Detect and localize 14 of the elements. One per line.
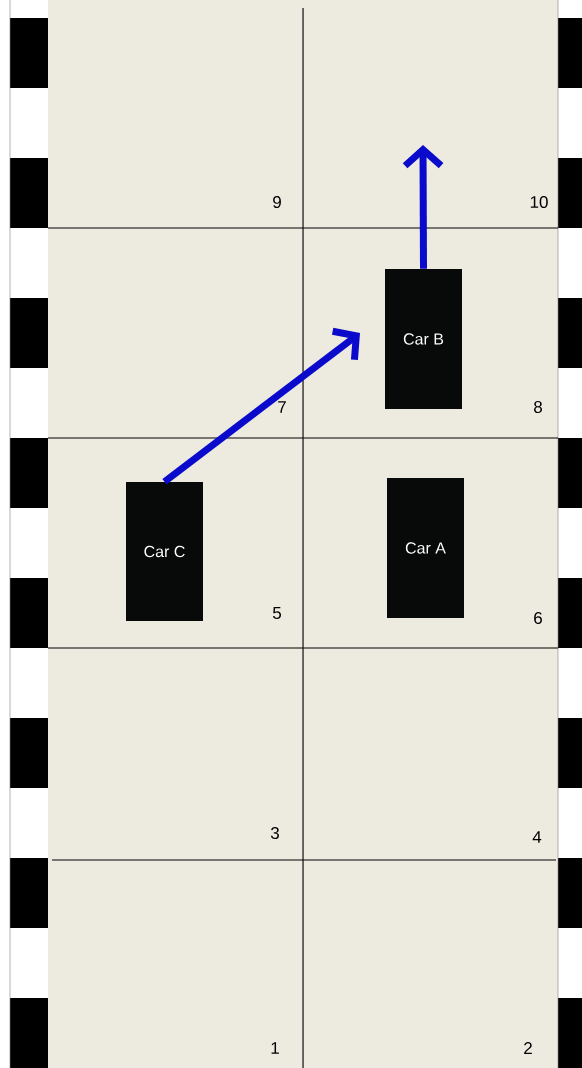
cell-number: 5 — [272, 607, 281, 619]
cell-number: 3 — [270, 827, 279, 840]
car: Car A — [387, 478, 464, 618]
cell-number: 10 — [530, 196, 548, 209]
car: Car C — [126, 482, 203, 621]
arrow — [162, 327, 360, 485]
cell-number: 8 — [534, 401, 542, 414]
car: Car B — [385, 269, 462, 409]
cell-number: 1 — [271, 1042, 279, 1054]
cell-number: 4 — [532, 831, 542, 843]
cell-number: 2 — [524, 1042, 532, 1054]
cell-number: 9 — [273, 196, 281, 209]
cell-number: 7 — [278, 401, 286, 413]
cell-number: 6 — [534, 612, 542, 625]
